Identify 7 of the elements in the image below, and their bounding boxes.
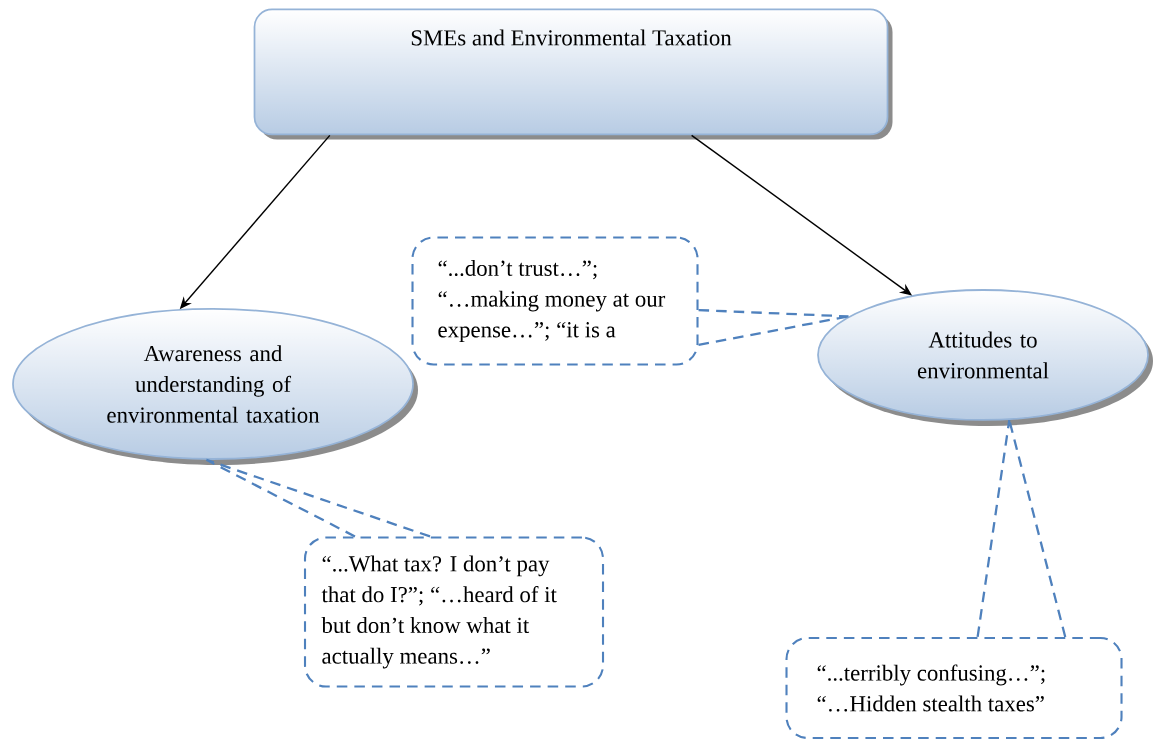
callout-pointer [205,458,432,538]
quote-callout: “...don’t trust…”; “…making money at our expense…”; “it is a [411,236,699,366]
title-box: SMEs and Environmental Taxation [253,8,893,140]
callout-pointer [976,418,1067,639]
callout-pointer [697,308,850,347]
quote-callout: “...terribly confusing…”; “…Hidden stealth taxes” [785,636,1123,740]
quote-callout: “...What tax? I don’t pay that do I?”; “…heard of it but don’t know what it actually means…” [303,536,605,688]
